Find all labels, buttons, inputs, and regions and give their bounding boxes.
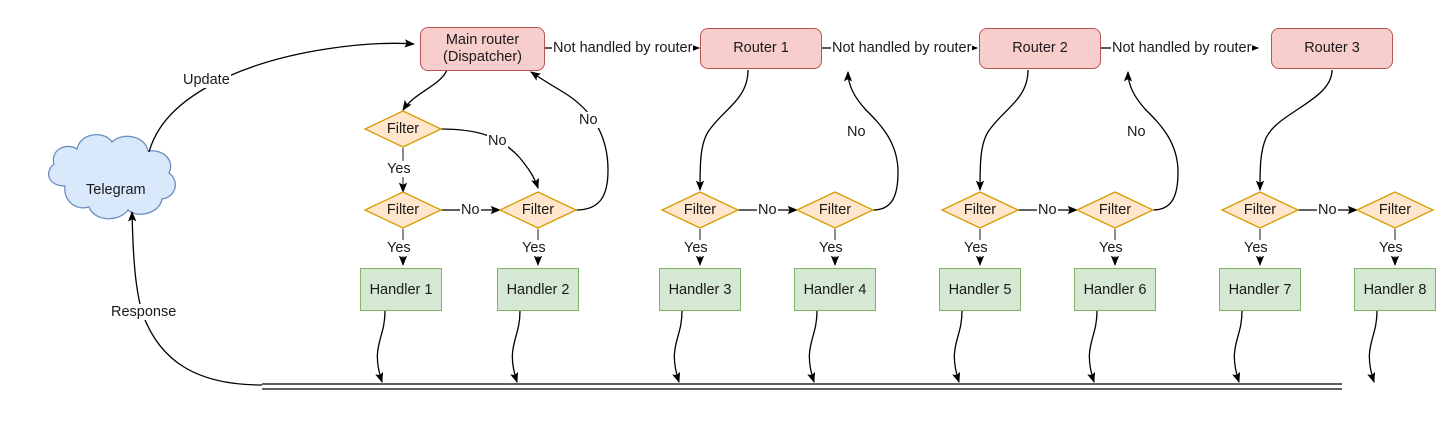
router-2-label: Router 2 — [1012, 40, 1068, 56]
node-router-3[interactable]: Router 3 — [1271, 28, 1393, 69]
edge-label-not-handled-1: Not handled by router — [552, 40, 694, 56]
edge-router1-to-filter3 — [695, 69, 749, 192]
node-router-2[interactable]: Router 2 — [979, 28, 1101, 69]
filter-5-label[interactable]: Filter — [963, 202, 997, 218]
node-main-router[interactable]: Main router (Dispatcher) — [420, 27, 545, 71]
node-handler-3[interactable]: Handler 3 — [659, 268, 741, 311]
filter-6-shape — [1075, 191, 1155, 229]
filter-1-shape — [363, 191, 443, 229]
filter-6-label[interactable]: Filter — [1098, 202, 1132, 218]
edge-label-yes-8: Yes — [1378, 240, 1404, 256]
main-router-label-line2: (Dispatcher) — [443, 49, 522, 65]
node-handler-4[interactable]: Handler 4 — [794, 268, 876, 311]
edge-label-yes-3: Yes — [683, 240, 709, 256]
telegram-cloud-label: Telegram — [86, 182, 146, 198]
filter-top-shape — [363, 110, 443, 148]
edge-label-yes-4: Yes — [818, 240, 844, 256]
handler-8-label: Handler 8 — [1363, 281, 1427, 298]
filter-4-shape — [795, 191, 875, 229]
edge-filter-top-no — [439, 128, 539, 189]
edge-label-no-6-to-router2: No — [1126, 124, 1147, 140]
edge-label-no-7-to-8: No — [1317, 202, 1338, 218]
edge-filter2-no-to-mainrouter — [530, 71, 609, 211]
node-router-1[interactable]: Router 1 — [700, 28, 822, 69]
filter-8-shape — [1355, 191, 1435, 229]
edge-handler1-to-bus — [375, 310, 386, 383]
filter-1-label[interactable]: Filter — [386, 202, 420, 218]
filter-2-shape — [498, 191, 578, 229]
edge-label-no-3-to-4: No — [757, 202, 778, 218]
edge-label-no-top: No — [487, 133, 508, 149]
edge-label-yes-1: Yes — [386, 240, 412, 256]
edge-filter4-no-to-router1 — [843, 70, 899, 211]
filter-7-shape — [1220, 191, 1300, 229]
edge-label-no-5-to-6: No — [1037, 202, 1058, 218]
node-handler-5[interactable]: Handler 5 — [939, 268, 1021, 311]
filter-7-label[interactable]: Filter — [1243, 202, 1277, 218]
edge-label-yes-6: Yes — [1098, 240, 1124, 256]
edge-router2-to-filter5 — [975, 69, 1029, 192]
edge-handler8-to-bus — [1367, 310, 1378, 383]
filter-5-shape — [940, 191, 1020, 229]
edge-mainrouter-to-filter-top — [402, 69, 448, 111]
filter-3-label[interactable]: Filter — [683, 202, 717, 218]
edge-label-response: Response — [110, 304, 178, 320]
telegram-cloud-shape — [47, 134, 176, 220]
edge-label-yes-5: Yes — [963, 240, 989, 256]
node-handler-8[interactable]: Handler 8 — [1354, 268, 1436, 311]
edge-label-not-handled-3: Not handled by router — [1111, 40, 1253, 56]
router-3-label: Router 3 — [1304, 40, 1360, 56]
node-handler-7[interactable]: Handler 7 — [1219, 268, 1301, 311]
handler-7-label: Handler 7 — [1228, 281, 1292, 298]
edge-label-yes-7: Yes — [1243, 240, 1269, 256]
edge-label-no-1-to-2: No — [460, 202, 481, 218]
filter-top-label[interactable]: Filter — [386, 121, 420, 137]
handler-3-label: Handler 3 — [668, 281, 732, 298]
handler-1-label: Handler 1 — [369, 281, 433, 298]
edge-response — [128, 210, 263, 386]
node-handler-1[interactable]: Handler 1 — [360, 268, 442, 311]
edge-handler4-to-bus — [807, 310, 818, 383]
filter-4-label[interactable]: Filter — [818, 202, 852, 218]
edge-handler5-to-bus — [952, 310, 963, 383]
edge-label-update: Update — [182, 72, 231, 88]
router-1-label: Router 1 — [733, 40, 789, 56]
edge-label-not-handled-2: Not handled by router — [831, 40, 973, 56]
edge-handler7-to-bus — [1232, 310, 1243, 383]
handler-2-label: Handler 2 — [506, 281, 570, 298]
edge-label-yes-top: Yes — [386, 161, 412, 177]
filter-3-shape — [660, 191, 740, 229]
edge-label-no-to-mainrouter: No — [578, 112, 599, 128]
edge-handler6-to-bus — [1087, 310, 1098, 383]
filter-8-label[interactable]: Filter — [1378, 202, 1412, 218]
edge-label-no-4-to-router1: No — [846, 124, 867, 140]
edge-update — [148, 39, 416, 153]
edge-handler3-to-bus — [672, 310, 683, 383]
edge-router3-to-filter7 — [1255, 69, 1333, 192]
handler-6-label: Handler 6 — [1083, 281, 1147, 298]
node-handler-2[interactable]: Handler 2 — [497, 268, 579, 311]
filter-2-label[interactable]: Filter — [521, 202, 555, 218]
edge-filter6-no-to-router2 — [1123, 70, 1179, 211]
edge-handler2-to-bus — [510, 310, 521, 383]
main-router-label-line1: Main router — [445, 32, 520, 48]
handler-5-label: Handler 5 — [948, 281, 1012, 298]
edge-label-yes-2: Yes — [521, 240, 547, 256]
handler-4-label: Handler 4 — [803, 281, 867, 298]
node-handler-6[interactable]: Handler 6 — [1074, 268, 1156, 311]
